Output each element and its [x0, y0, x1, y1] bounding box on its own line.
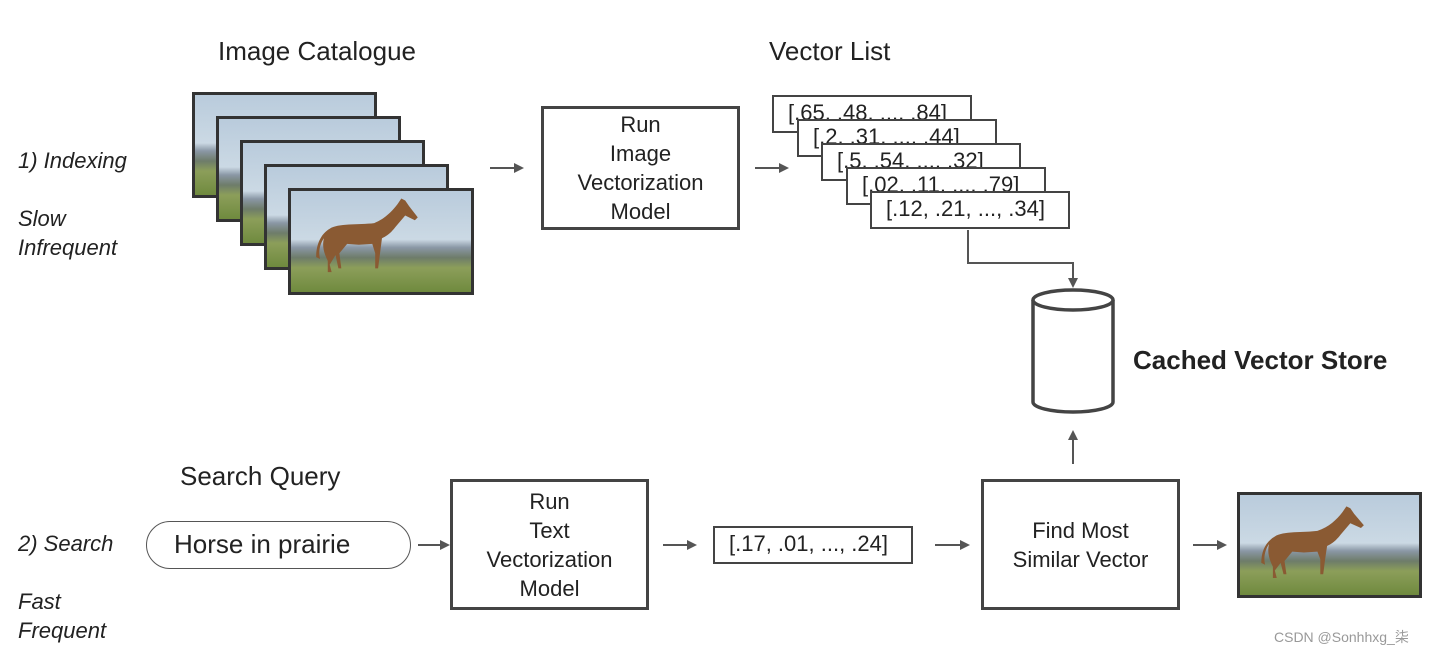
text-vectorization-model-box: Run Text Vectorization Model: [450, 479, 649, 610]
image-vectorization-model-label: Run Image Vectorization Model: [577, 112, 704, 224]
image-vectorization-model-box: Run Image Vectorization Model: [541, 106, 740, 230]
arrow-vectors-to-store: [967, 230, 1078, 288]
horse-icon: [316, 198, 418, 273]
search-query-input: Horse in prairie: [146, 521, 411, 569]
cached-vector-store-label: Cached Vector Store: [1133, 345, 1388, 375]
search-note-frequent: Frequent: [18, 618, 107, 643]
result-photo: [1237, 492, 1422, 598]
search-note-fast: Fast: [18, 589, 61, 614]
image-catalogue-heading: Image Catalogue: [218, 36, 417, 66]
search-label: 2) Search: [18, 531, 114, 556]
catalogue-photo-5: [288, 188, 474, 295]
vector-list-heading: Vector List: [769, 36, 891, 66]
horse-icon: [1261, 506, 1364, 579]
text-vectorization-model-label: Run Text Vectorization Model: [486, 488, 613, 601]
vector-item-5: [.12, .21, ..., .34]: [870, 191, 1070, 229]
indexing-note-infrequent: Infrequent: [18, 235, 118, 260]
watermark: CSDN @Sonhhxg_柒: [1274, 629, 1409, 645]
indexing-label: 1) Indexing: [18, 148, 127, 173]
find-similar-vector-label: Find Most Similar Vector: [1012, 517, 1149, 572]
database-cylinder-icon: [1031, 288, 1115, 414]
indexing-note-slow: Slow: [18, 206, 66, 231]
query-vector: [.17, .01, ..., .24]: [713, 526, 913, 564]
search-query-heading: Search Query: [180, 461, 341, 491]
find-similar-vector-box: Find Most Similar Vector: [981, 479, 1180, 610]
